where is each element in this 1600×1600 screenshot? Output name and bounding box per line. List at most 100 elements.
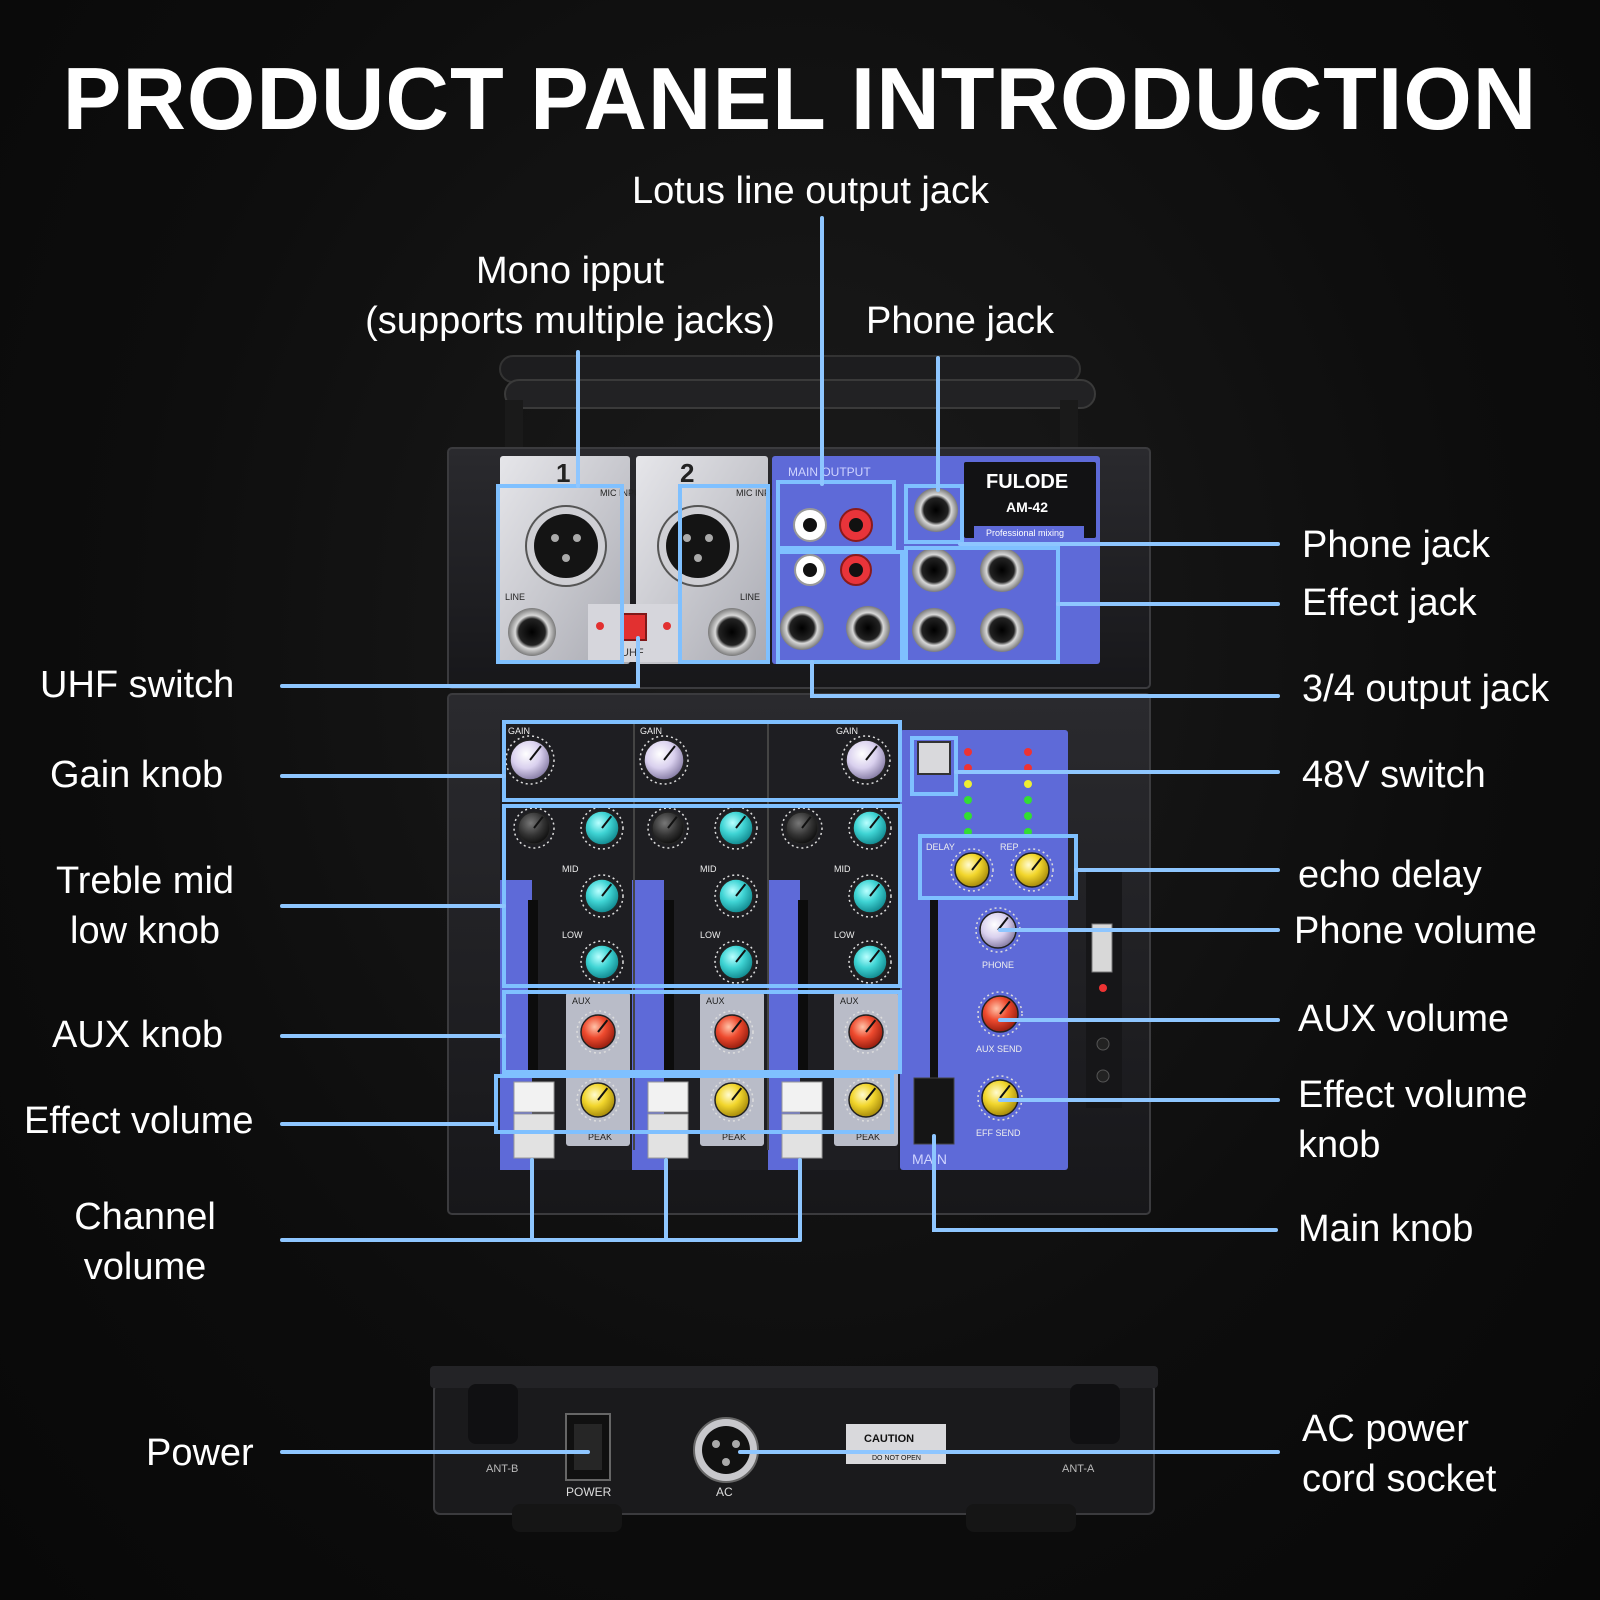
line-main-knob	[932, 1134, 1278, 1232]
box-eq	[502, 804, 902, 988]
box-lotus-output	[776, 480, 896, 550]
line-label-1: LINE	[505, 592, 525, 602]
page-title: PRODUCT PANEL INTRODUCTION	[62, 49, 1538, 148]
peak-label-1: PEAK	[588, 1132, 612, 1142]
label-channel-volume-2: volume	[83, 1246, 207, 1288]
label-34-output: 3/4 output jack	[1302, 668, 1550, 710]
delay-label: DELAY	[926, 842, 955, 852]
label-channel-volume-1: Channel	[74, 1196, 216, 1238]
aux-knob-3	[844, 1010, 888, 1054]
phone-knob-label: PHONE	[982, 960, 1014, 970]
low-knob-3	[848, 940, 892, 984]
aux-knob-2	[710, 1010, 754, 1054]
box-48v	[910, 736, 958, 796]
gain-label-3: GAIN	[836, 726, 858, 736]
low-knob-1	[580, 940, 624, 984]
antennas	[499, 355, 1096, 452]
label-mono-input-2: (supports multiple jacks)	[365, 300, 775, 342]
low-label-3: LOW	[834, 930, 855, 940]
line-uhf-switch	[280, 636, 640, 688]
label-main-knob: Main knob	[1298, 1208, 1474, 1250]
highlight-boxes	[494, 480, 1078, 1134]
label-phone-jack-top: Phone jack	[866, 300, 1055, 342]
box-aux	[502, 990, 902, 1074]
output-panel: MAIN OUTPUT FULODE AM-42 Professional mi…	[772, 456, 1100, 664]
do-not-open-label: DO NOT OPEN	[872, 1455, 921, 1462]
rep-label: REP	[1000, 842, 1019, 852]
mid-knob-1	[580, 874, 624, 918]
aux-label-1: AUX	[572, 996, 591, 1006]
uhf-switch-block: UHF	[588, 604, 680, 662]
label-treble-1: Treble mid	[55, 860, 235, 902]
label-echo-delay: echo delay	[1298, 854, 1482, 896]
main-output-label: MAIN OUTPUT	[788, 465, 871, 479]
eff-knob-3	[844, 1078, 888, 1122]
gain-label-2: GAIN	[640, 726, 662, 736]
brand-subtitle: Professional mixing	[986, 528, 1064, 538]
line-34-output	[810, 660, 1280, 698]
pan-knob-2	[647, 807, 689, 849]
box-gain	[502, 720, 902, 802]
mid-label-3: MID	[834, 864, 851, 874]
label-lotus-output: Lotus line output jack	[632, 170, 990, 212]
eff-send-label: EFF SEND	[976, 1128, 1021, 1138]
box-effect-volume	[494, 1074, 894, 1134]
repeat-knob	[1010, 848, 1054, 892]
ant-a-label: ANT-A	[1062, 1463, 1095, 1475]
caution-label: CAUTION	[864, 1433, 914, 1445]
mid-knob-3	[848, 874, 892, 918]
brand-name: FULODE	[986, 471, 1068, 493]
aux-send-label: AUX SEND	[976, 1044, 1023, 1054]
eff-knob-2	[710, 1078, 754, 1122]
high-knob-2	[714, 806, 758, 850]
mid-knob-2	[714, 874, 758, 918]
high-knob-1	[580, 806, 624, 850]
label-ac-power-2: cord socket	[1302, 1458, 1497, 1500]
delay-knob	[950, 848, 994, 892]
label-effect-jack: Effect jack	[1302, 582, 1477, 624]
model-name: AM-42	[1006, 499, 1048, 515]
master-section: DELAY REP PHONE AUX SEND EFF SEND MAIN	[900, 730, 1068, 1170]
channel-1-number: 1	[556, 458, 570, 488]
uhf-label: UHF	[621, 647, 644, 659]
label-phone-jack: Phone jack	[1302, 524, 1491, 566]
label-mono-input-1: Mono ipput	[475, 250, 664, 292]
label-ac-power-1: AC power	[1302, 1408, 1469, 1450]
aux-label-2: AUX	[706, 996, 725, 1006]
box-mono-input-2	[678, 484, 770, 664]
aux-label-3: AUX	[840, 996, 859, 1006]
label-effect-volume-knob-2: knob	[1298, 1124, 1381, 1166]
channel-2-number: 2	[680, 458, 694, 488]
gain-knob-3	[841, 735, 891, 785]
pan-knob-3	[781, 807, 823, 849]
aux-knob-1	[576, 1010, 620, 1054]
line-label-2: LINE	[740, 592, 760, 602]
ant-b-label: ANT-B	[486, 1463, 518, 1475]
gain-label-1: GAIN	[508, 726, 530, 736]
pan-knob-1	[513, 807, 555, 849]
box-34-output	[776, 550, 904, 664]
rear-power-label: POWER	[566, 1485, 612, 1499]
label-effect-volume: Effect volume	[24, 1100, 254, 1142]
label-effect-volume-knob-1: Effect volume	[1298, 1074, 1528, 1116]
box-echo-delay	[918, 834, 1078, 900]
side-controls	[1086, 868, 1122, 1108]
label-uhf-switch: UHF switch	[40, 664, 235, 706]
rear-panel: POWER AC CAUTION DO NOT OPEN ANT-B ANT-A	[430, 1366, 1158, 1532]
knobs	[505, 735, 1054, 1122]
label-power: Power	[146, 1432, 254, 1474]
label-treble-2: low knob	[70, 910, 220, 952]
low-label-2: LOW	[700, 930, 721, 940]
label-gain-knob: Gain knob	[50, 754, 224, 796]
label-aux-volume: AUX volume	[1298, 998, 1510, 1040]
mid-label-2: MID	[700, 864, 717, 874]
rear-ac-label: AC	[716, 1485, 733, 1499]
level-leds	[964, 748, 1032, 836]
box-phone-jack	[904, 484, 964, 544]
aux-send-knob	[977, 991, 1023, 1037]
label-phone-volume: Phone volume	[1294, 910, 1537, 952]
peak-label-2: PEAK	[722, 1132, 746, 1142]
callout-lines	[280, 216, 1280, 1454]
